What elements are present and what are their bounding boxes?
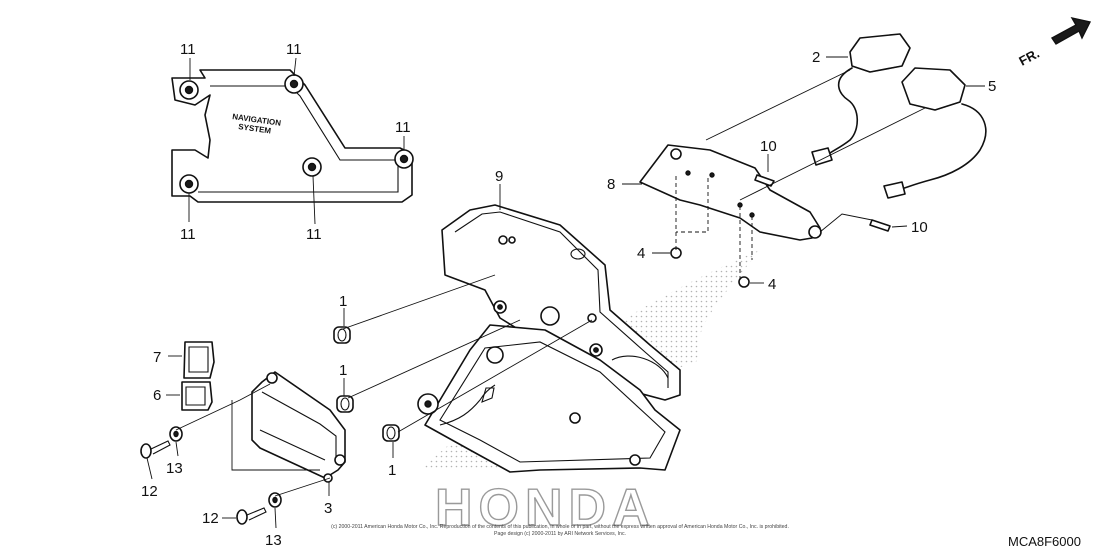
front-direction-label: FR. [1016, 46, 1042, 69]
callout-13-bottom: 13 [265, 532, 282, 549]
callout-numbers: 11 11 11 11 11 9 1 1 1 7 6 13 12 3 12 13… [141, 41, 996, 549]
callout-5: 5 [988, 78, 996, 95]
sd-card-7 [183, 341, 215, 379]
diagram-code: MCA8F6000 [1008, 534, 1081, 549]
gps-antenna [811, 33, 911, 166]
callout-11-top-left: 11 [180, 41, 196, 58]
screw-b [236, 507, 267, 525]
second-antenna [883, 67, 987, 199]
callout-1-top: 1 [339, 293, 347, 310]
rubber-mount-b [336, 395, 354, 413]
copyright-line-2: Page design (c) 2000-2011 by ARI Network… [494, 531, 626, 537]
screw-a [140, 440, 171, 459]
washer-b [268, 492, 282, 508]
callout-11-bottom-left: 11 [180, 226, 196, 243]
callout-1-bottom: 1 [388, 462, 396, 479]
callout-11-right: 11 [395, 119, 411, 136]
copyright-line-1: (c) 2000-2011 American Honda Motor Co., … [331, 524, 789, 530]
honda-watermark-text: HONDA [435, 479, 656, 537]
rubber-mount-a [333, 326, 351, 344]
navigation-case [417, 204, 681, 473]
callout-10-top: 10 [760, 138, 777, 155]
callout-6: 6 [153, 387, 161, 404]
callout-2: 2 [812, 49, 820, 66]
antenna-bracket [639, 144, 822, 241]
callout-11-bottom: 11 [306, 226, 322, 243]
callout-4-right: 4 [768, 276, 776, 293]
screw-10b [869, 219, 891, 232]
callout-12-left: 12 [141, 483, 158, 500]
callout-1-middle: 1 [339, 362, 347, 379]
leader-lines [146, 56, 985, 529]
navigation-unit [251, 371, 346, 483]
callout-8: 8 [607, 176, 615, 193]
callout-12-bottom: 12 [202, 510, 219, 527]
callout-4-left: 4 [637, 245, 645, 262]
callout-13-left: 13 [166, 460, 183, 477]
callout-9: 9 [495, 168, 503, 185]
navigation-bracket: NAVIGATION SYSTEM [171, 69, 414, 203]
bolt-4b [738, 276, 750, 288]
callout-7: 7 [153, 349, 161, 366]
washer-a [169, 426, 183, 442]
callout-10-right: 10 [911, 219, 928, 236]
screw-10a [754, 174, 775, 187]
callout-3: 3 [324, 500, 332, 517]
front-direction-arrow: FR. [1016, 16, 1092, 69]
callout-11-top-right: 11 [286, 41, 302, 58]
rubber-mount-c [382, 424, 400, 442]
sd-card-6 [181, 381, 213, 411]
